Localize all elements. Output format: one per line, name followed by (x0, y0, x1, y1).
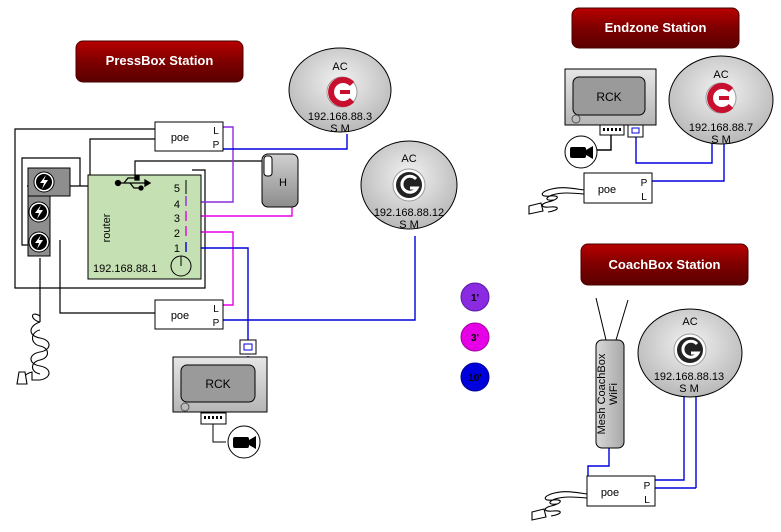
svg-text:L: L (213, 304, 219, 315)
svg-text:poe: poe (598, 184, 616, 196)
pressbox-poe-injector-2: poe L P (154, 299, 224, 330)
coiled-power-cable-icon (528, 187, 585, 215)
pressbox-poe-injector-1: poe L P (154, 121, 224, 152)
svg-text:AC: AC (713, 69, 728, 81)
h-label: H (279, 177, 287, 189)
cable-3ft (188, 205, 293, 306)
svg-text:L: L (641, 192, 647, 203)
svg-text:poe: poe (601, 487, 619, 499)
pressbox-access-point-1: AC 192.168.88.3 S M (288, 47, 392, 135)
ac-ip-pressbox-b: 192.168.88.12 (374, 207, 444, 219)
coachbox-cables (587, 397, 697, 489)
svg-text:10': 10' (468, 373, 482, 384)
svg-text:P: P (213, 318, 220, 329)
legend-1ft: 1' (460, 282, 490, 312)
router-port-2: 2 (174, 228, 180, 240)
router: router 5 4 3 2 1 192.168.88.1 (87, 174, 202, 280)
camera-icon (227, 425, 261, 459)
pressbox-access-point-2: AC 192.168.88.12 S M (360, 140, 458, 231)
access-point-logo-icon (326, 76, 358, 108)
router-port-3: 3 (174, 213, 180, 225)
power-outlet-icon (28, 231, 50, 253)
coiled-power-cable-icon (16, 313, 50, 385)
coachbox-title: CoachBox Station (609, 257, 721, 272)
pressbox-title-banner: PressBox Station (75, 40, 244, 83)
svg-text:1': 1' (471, 293, 479, 304)
power-outlet-icon (33, 171, 55, 193)
coachbox-poe-injector: poe P L (586, 475, 656, 507)
svg-text:S M: S M (399, 219, 419, 231)
access-point-logo-icon (705, 82, 737, 114)
endzone-title-banner: Endzone Station (571, 7, 740, 49)
coachbox-access-point: AC 192.168.88.13 S M (637, 308, 743, 398)
mesh-label-1: Mesh CoachBox (596, 353, 608, 434)
svg-text:S M: S M (679, 383, 699, 395)
ethernet-jack-icon (239, 339, 257, 355)
ac-ip-pressbox-a: 192.168.88.3 (308, 111, 372, 123)
rck-label: RCK (205, 377, 230, 391)
coiled-power-cable-icon (531, 491, 588, 521)
ac-ip-endzone: 192.168.88.7 (689, 122, 753, 134)
router-port-1: 1 (174, 243, 180, 255)
access-point-logo-icon (673, 333, 707, 367)
endzone-access-point: AC 192.168.88.7 S M (668, 55, 774, 146)
legend-3ft: 3' (460, 322, 490, 352)
svg-text:L: L (644, 495, 650, 506)
mesh-label-2: WiFi (608, 383, 620, 405)
endzone-cables (597, 135, 725, 182)
svg-text:S M: S M (711, 134, 731, 146)
svg-text:AC: AC (401, 153, 416, 165)
router-ip: 192.168.88.1 (93, 263, 157, 275)
pressbox-rck-unit: RCK (172, 339, 268, 459)
pressbox-title: PressBox Station (106, 53, 214, 68)
ethernet-jack-icon (627, 124, 644, 138)
svg-text:S M: S M (330, 123, 350, 135)
legend-10ft: 10' (460, 362, 490, 392)
usb-icon (114, 175, 152, 191)
svg-text:P: P (213, 140, 220, 151)
mesh-wifi-unit: Mesh CoachBox WiFi (595, 297, 629, 449)
svg-text:3': 3' (471, 333, 479, 344)
svg-text:RCK: RCK (596, 90, 621, 104)
cable-length-legend: 1' 3' 10' (460, 282, 490, 392)
access-point-logo-icon (392, 168, 426, 202)
ac-ip-coachbox: 192.168.88.13 (654, 371, 724, 383)
camera-icon (564, 135, 598, 169)
svg-text:L: L (213, 126, 219, 137)
h-device: H (261, 153, 299, 208)
endzone-title: Endzone Station (605, 20, 707, 35)
endzone-rck-unit: RCK (564, 68, 657, 169)
svg-text:P: P (641, 178, 648, 189)
router-label: router (101, 213, 113, 242)
router-port-5: 5 (174, 183, 180, 195)
power-outlet-icon (28, 201, 50, 223)
coachbox-title-banner: CoachBox Station (580, 243, 749, 286)
cable-10ft (188, 134, 416, 365)
endzone-poe-injector: poe P L (583, 172, 653, 204)
power-strip (27, 167, 71, 257)
router-port-4: 4 (174, 199, 180, 211)
svg-text:P: P (644, 481, 651, 492)
svg-text:poe: poe (171, 310, 189, 322)
power-wiring (14, 128, 262, 322)
router-antenna-icon (170, 255, 192, 277)
svg-text:AC: AC (332, 61, 347, 73)
svg-text:AC: AC (682, 316, 697, 328)
svg-text:poe: poe (171, 132, 189, 144)
